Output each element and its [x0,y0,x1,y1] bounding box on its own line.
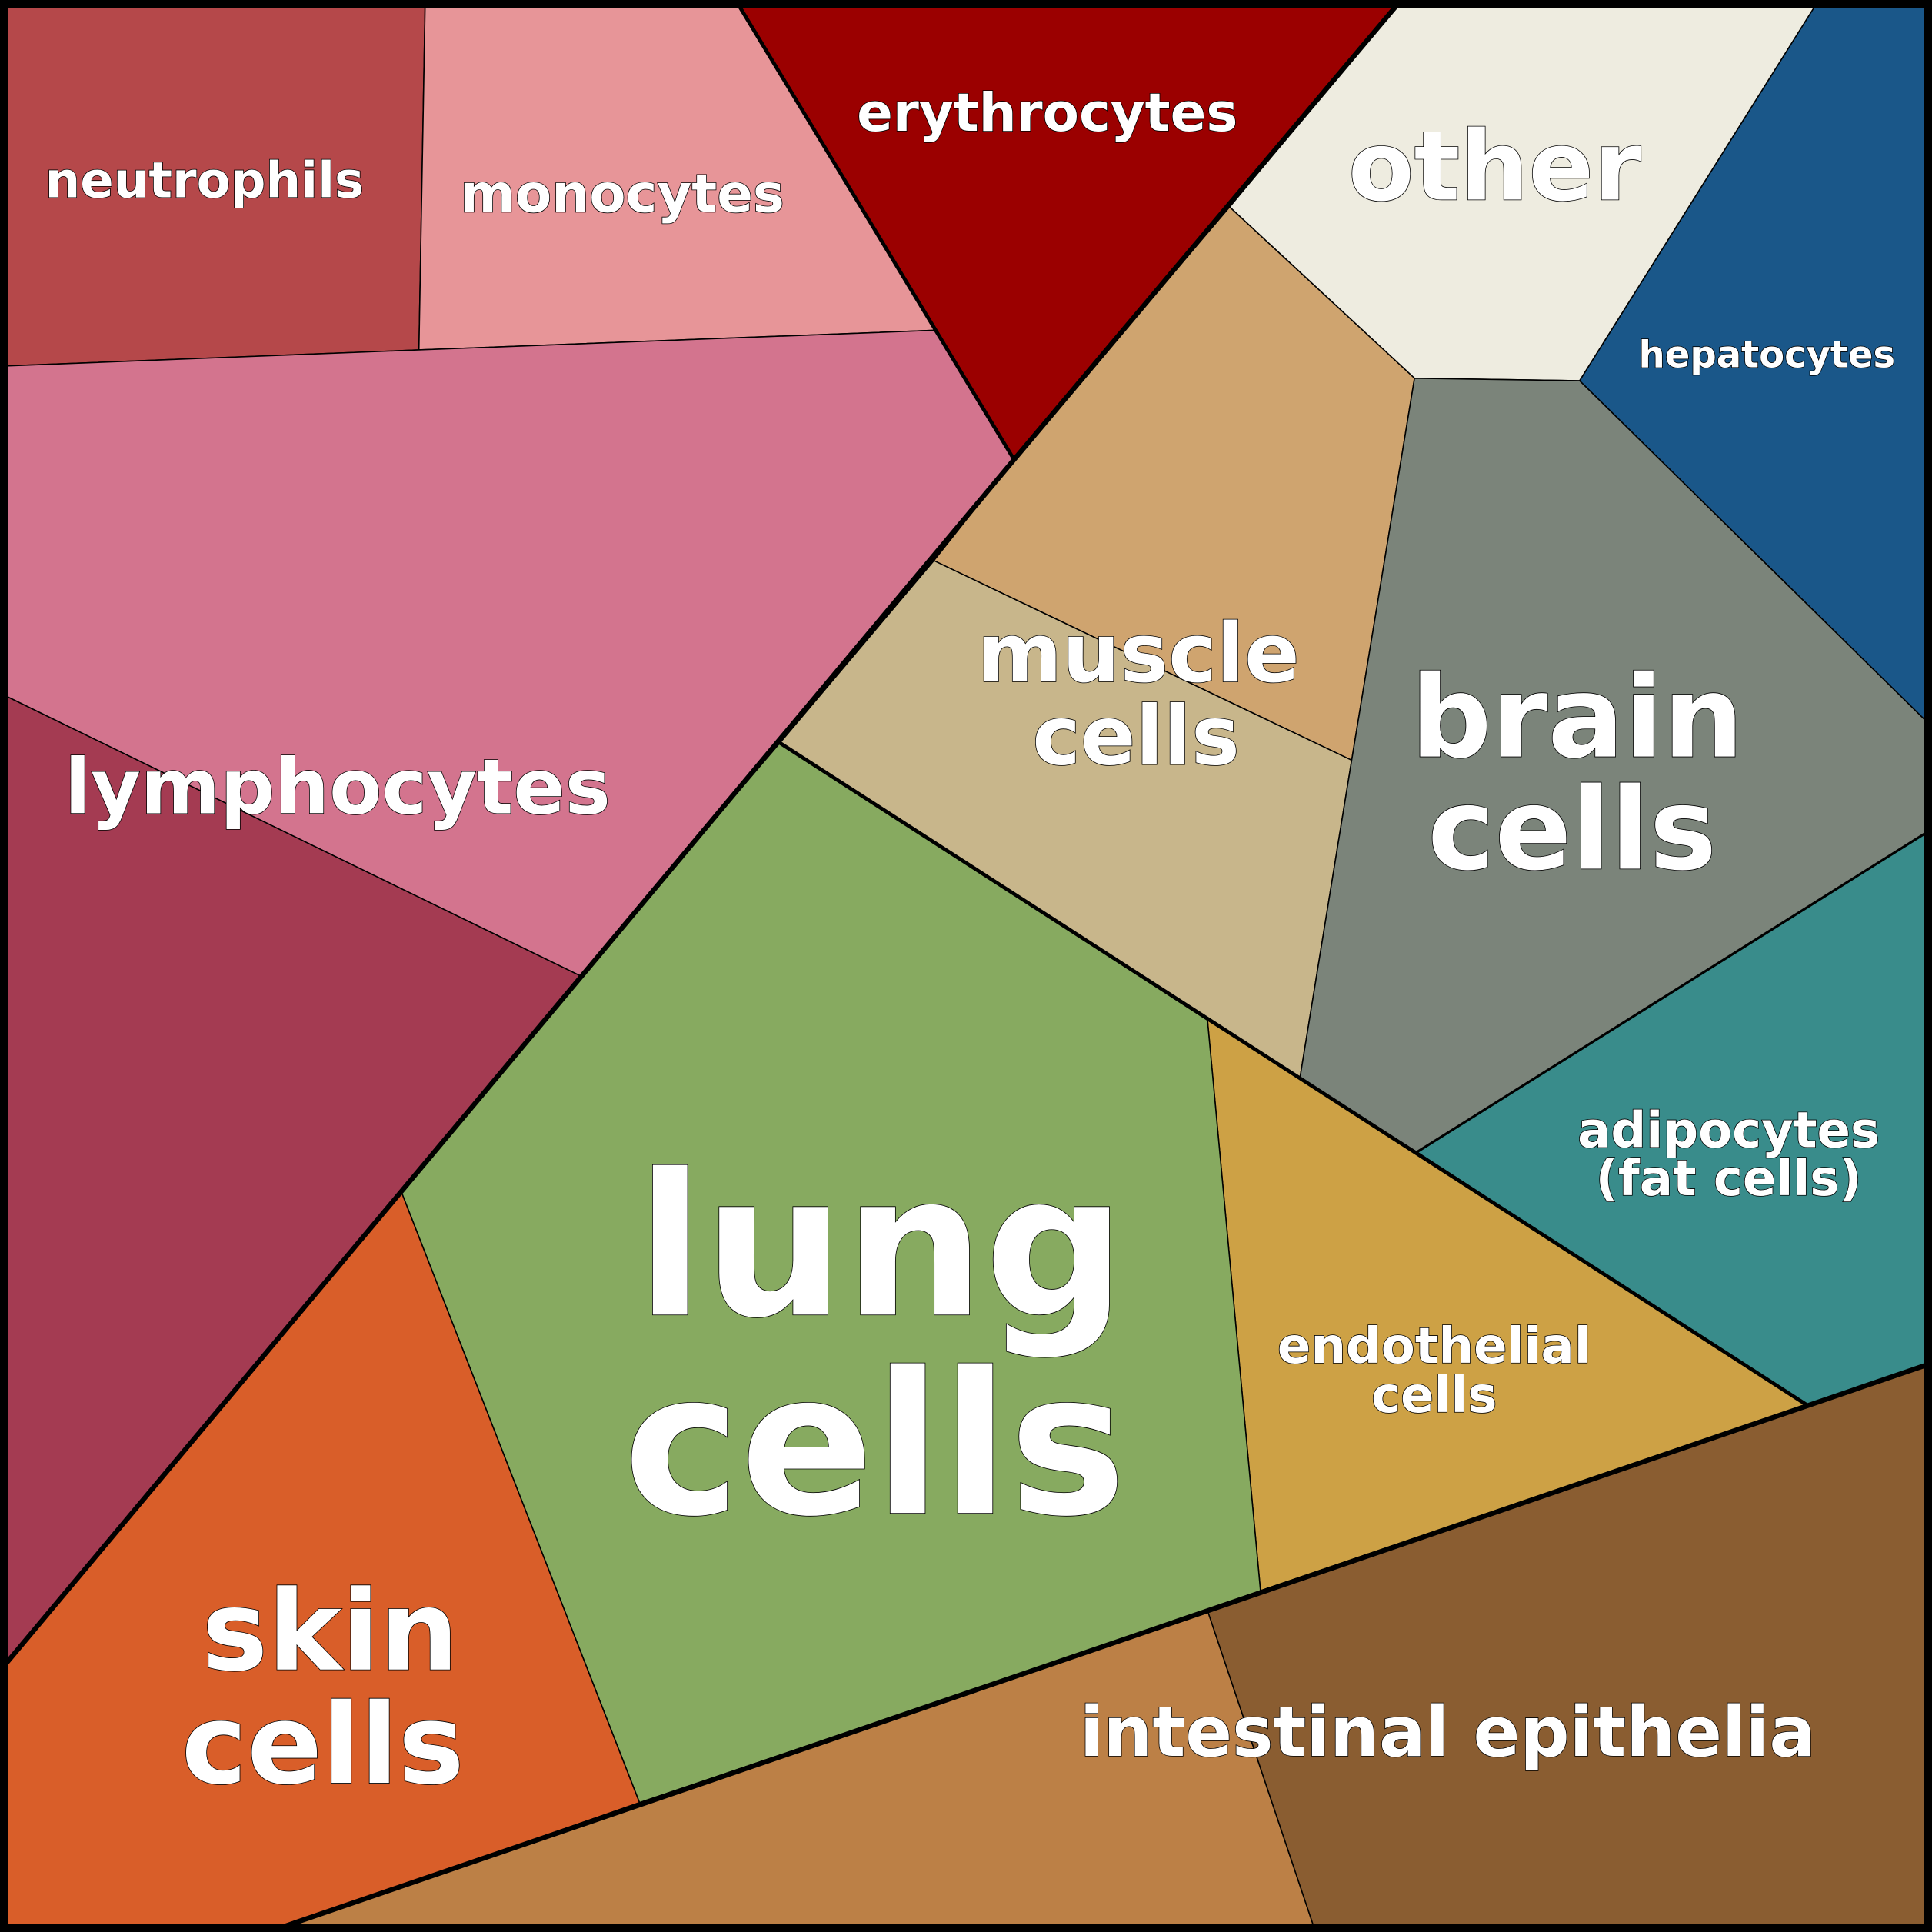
label-erythrocytes: erythrocytes [857,82,1237,144]
label-skin-line2: cells [182,1681,465,1810]
label-intestinal: intestinal epithelia [1080,1693,1816,1773]
label-brain-line2: cells [1427,763,1717,895]
labels: neutrophils monocytes erythrocytes other… [45,82,1896,1810]
label-adipocytes-line2: (fat cells) [1596,1151,1862,1208]
label-lung-line2: cells [623,1331,1126,1560]
label-lung-line1: lung [636,1132,1125,1361]
label-hepatocytes: hepatocytes [1639,333,1896,376]
label-muscle-line1: muscle [978,606,1300,701]
label-lymphocytes: lymphocytes [65,743,611,831]
label-neutrophils: neutrophils [45,152,365,209]
label-skin-line1: skin [202,1567,458,1697]
label-endothelial-line1: endothelial [1277,1318,1591,1375]
label-other: other [1348,112,1641,223]
label-adipocytes-line1: adipocytes [1577,1103,1880,1160]
label-brain-line1: brain [1411,651,1744,784]
label-muscle-line2: cells [1032,688,1240,783]
label-monocytes: monocytes [460,164,784,225]
label-endothelial-line2: cells [1371,1367,1497,1424]
